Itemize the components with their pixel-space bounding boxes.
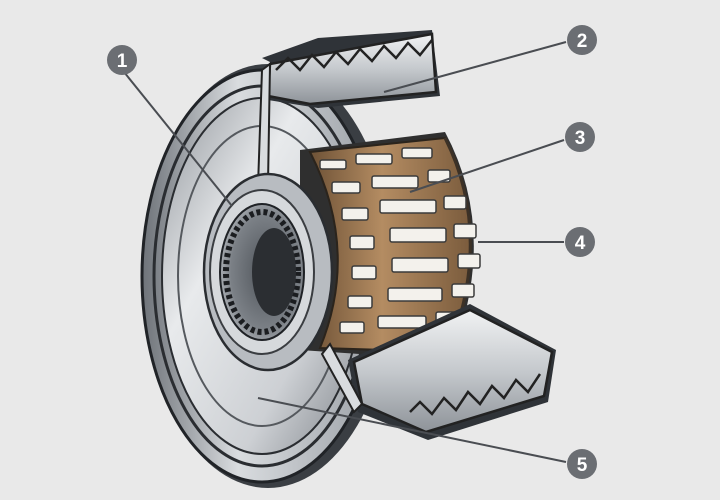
needle-roller <box>389 227 447 243</box>
callout-badge-4: 4 <box>565 227 595 257</box>
outer-pulley-top-section <box>262 30 440 108</box>
needle-roller <box>453 223 477 239</box>
leader-line-1 <box>123 71 233 207</box>
callout-circle <box>565 227 595 257</box>
needle-roller <box>339 321 365 334</box>
hub-bore <box>252 228 296 316</box>
needle-roller <box>351 265 377 280</box>
leader-line-5 <box>257 397 567 463</box>
needle-roller <box>355 153 393 165</box>
callout-circle <box>565 122 595 152</box>
belt-grooves-bottom <box>409 373 542 416</box>
callout-label-2: 2 <box>577 31 588 52</box>
needle-roller <box>379 199 437 214</box>
callout-circle <box>107 45 137 75</box>
leader-lines <box>123 41 567 463</box>
callout-badge-3: 3 <box>565 122 595 152</box>
leader-line-3 <box>409 139 565 193</box>
spline-teeth <box>223 209 301 335</box>
needle-roller <box>443 195 467 210</box>
needle-roller <box>331 181 361 194</box>
callout-badge-2: 2 <box>567 25 597 55</box>
needle-roller <box>349 235 375 250</box>
callout-label-5: 5 <box>577 455 588 476</box>
needle-roller <box>391 257 449 273</box>
leader-line-2 <box>383 41 567 93</box>
belt-grooves-top <box>275 39 433 72</box>
housing-cut-face-bottom <box>320 342 364 414</box>
inner-ring <box>202 172 334 372</box>
needle-roller <box>451 283 475 298</box>
callout-label-3: 3 <box>575 128 586 149</box>
needle-roller <box>347 295 373 309</box>
needle-roller <box>457 253 481 269</box>
needle-roller <box>371 175 419 189</box>
callout-label-4: 4 <box>575 233 586 254</box>
callout-badge-5: 5 <box>567 449 597 479</box>
callout-circle <box>567 449 597 479</box>
outer-pulley-bottom-section <box>348 304 556 440</box>
callout-badge-1: 1 <box>107 45 137 75</box>
needle-roller <box>319 159 347 170</box>
needle-roller <box>387 287 443 302</box>
needle-roller <box>401 147 433 159</box>
callout-circle <box>567 25 597 55</box>
needle-rollers <box>319 147 481 334</box>
callout-label-1: 1 <box>117 51 128 72</box>
needle-roller <box>341 207 369 221</box>
needle-roller <box>377 315 427 329</box>
